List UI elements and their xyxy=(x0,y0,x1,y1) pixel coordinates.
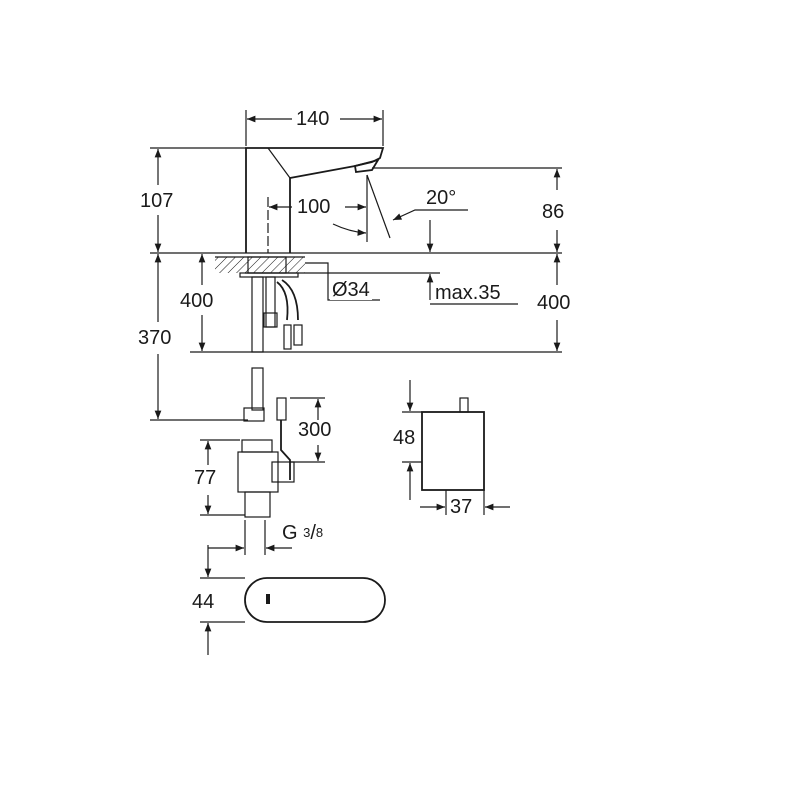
dim-reach-100: 100 xyxy=(295,196,333,218)
reference-lines xyxy=(150,110,562,421)
valve-assembly xyxy=(200,367,325,555)
deck-section xyxy=(215,256,305,353)
dim-box-37: 37 xyxy=(448,496,475,518)
dim-angle-20: 20° xyxy=(424,187,459,209)
thread-prefix: G xyxy=(282,522,298,544)
dim-cable-400-left: 400 xyxy=(178,290,216,312)
dim-width-140: 140 xyxy=(294,108,332,130)
dim-sensor-300: 300 xyxy=(296,419,334,441)
thread-numerator: 3 xyxy=(303,525,311,540)
dim-box-48: 48 xyxy=(391,427,418,449)
dim-height-107: 107 xyxy=(138,190,176,212)
dim-valve-77: 77 xyxy=(192,467,219,489)
dim-deck-max35: max.35 xyxy=(433,282,503,304)
spout-top-view xyxy=(200,545,386,655)
control-box xyxy=(402,380,510,515)
dim-height-86: 86 xyxy=(540,201,567,223)
dim-thread: G 3/8 xyxy=(280,522,326,544)
faucet-body xyxy=(245,147,385,253)
thread-denominator: 8 xyxy=(315,525,324,540)
dim-depth-44: 44 xyxy=(190,591,217,613)
dim-diameter-34: Ø34 xyxy=(330,279,372,301)
dimension-arrows xyxy=(154,115,561,419)
dim-cable-400-right: 400 xyxy=(535,292,573,314)
dim-hose-370: 370 xyxy=(136,327,174,349)
